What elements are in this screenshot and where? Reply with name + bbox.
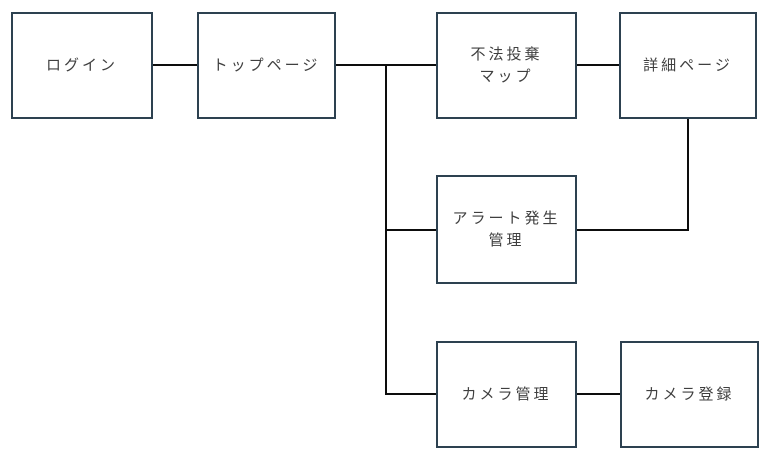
node-alert-management: アラート発生 管理	[436, 175, 577, 284]
node-illegal-dumping-map: 不法投棄 マップ	[436, 12, 577, 119]
node-top-page: トップページ	[197, 12, 336, 119]
node-camera-registration: カメラ登録	[620, 341, 759, 448]
node-camera-management: カメラ管理	[436, 341, 577, 448]
node-detail-page-label: 詳細ページ	[643, 56, 733, 74]
node-alert-management-label: アラート発生 管理	[452, 209, 561, 249]
node-camera-management-label: カメラ管理	[461, 385, 552, 403]
edge-detail-down-vertical	[687, 119, 689, 231]
node-top-page-label: トップページ	[212, 56, 321, 74]
edge-login-toppage	[153, 64, 197, 66]
node-illegal-dumping-map-label: 不法投棄 マップ	[470, 45, 543, 85]
edge-trunk-camera	[385, 393, 436, 395]
node-login: ログイン	[11, 12, 153, 119]
edge-trunk-alert	[385, 229, 436, 231]
node-camera-registration-label: カメラ登録	[644, 385, 735, 403]
node-detail-page: 詳細ページ	[619, 12, 757, 119]
edge-camera-registration	[577, 393, 620, 395]
edge-map-detail	[577, 64, 619, 66]
node-login-label: ログイン	[45, 56, 118, 74]
edge-detail-alert-horizontal	[577, 229, 689, 231]
